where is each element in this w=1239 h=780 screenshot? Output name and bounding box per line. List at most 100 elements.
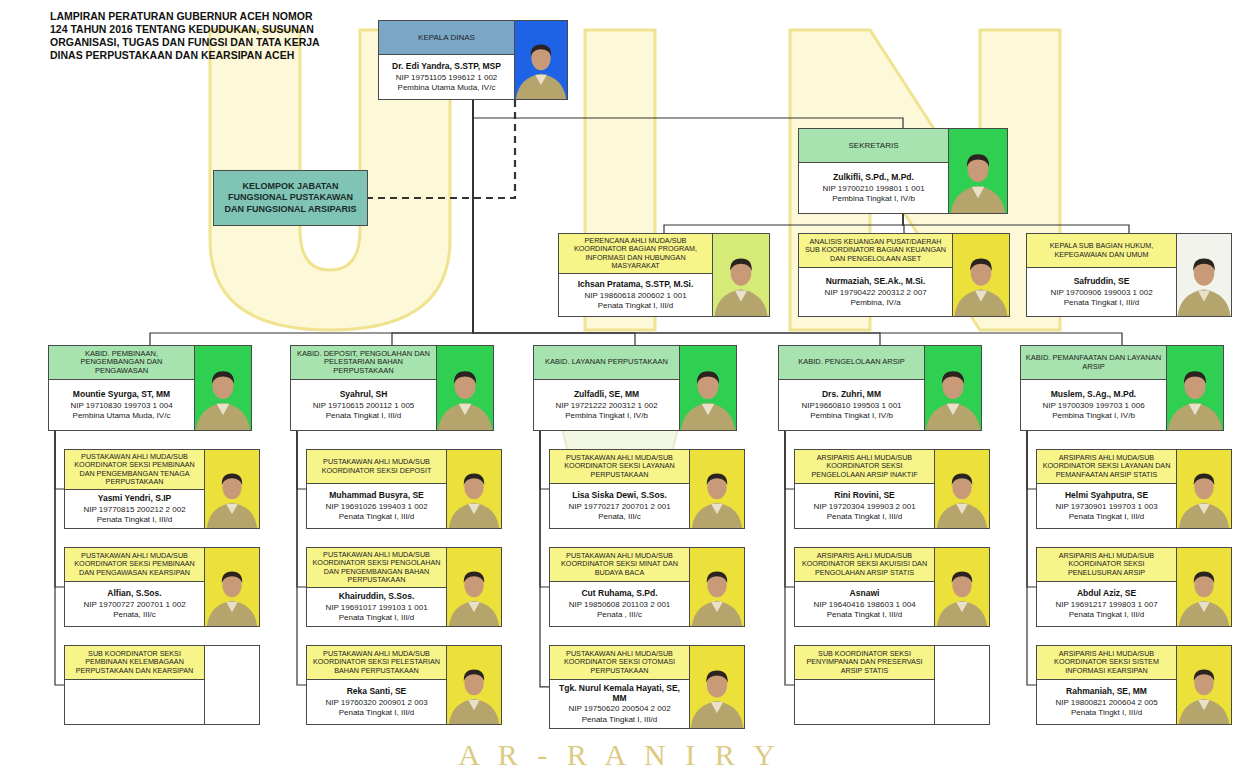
photo-body <box>516 74 567 99</box>
box-body: KABID. DEPOSIT, PENGOLAHAN DAN PELESTARI… <box>291 346 436 430</box>
nip-number: NIP 19770815 200212 2 002 <box>83 505 185 515</box>
box-body: KEPALA SUB BAGIAN HUKUM, KEPEGAWAIAN DAN… <box>1027 234 1176 316</box>
person-info: Nurmaziah, SE.Ak., M.Si.NIP 19790422 200… <box>799 268 952 316</box>
photo-hair <box>706 670 727 682</box>
person-info: Abdul Aziz, SENIP 19691217 199803 1 007P… <box>1037 582 1176 626</box>
person-photo <box>1177 646 1231 724</box>
rank-text: Penata Tingkat I, III/d <box>1064 298 1140 308</box>
rank-text: Penata, III/c <box>113 610 156 620</box>
person-photo <box>205 548 259 626</box>
position-title: PUSTAKAWAN AHLI MUDA/SUB KOORDINATOR SEK… <box>311 551 442 584</box>
person-name: Alfian, S.Sos. <box>107 588 161 598</box>
photo-body <box>692 503 743 528</box>
document-title: LAMPIRAN PERATURAN GUBERNUR ACEH NOMOR 1… <box>50 10 322 63</box>
position-title: KEPALA SUB BAGIAN HUKUM, KEPEGAWAIAN DAN… <box>1031 242 1172 259</box>
photo-body <box>449 601 500 626</box>
photo-cell <box>689 646 744 728</box>
connector <box>297 431 306 685</box>
connector <box>55 431 64 489</box>
photo-cell <box>948 129 1007 213</box>
person-photo <box>690 450 744 528</box>
person-photo <box>680 346 736 430</box>
photo-body <box>1179 503 1230 528</box>
photo-cell <box>934 548 989 626</box>
person-photo <box>1177 548 1231 626</box>
person-photo <box>447 548 501 626</box>
box-body: KABID. LAYANAN PERPUSTAKAAN Zulfadli, SE,… <box>534 346 679 430</box>
photo-cell <box>934 450 989 528</box>
photo-cell <box>679 346 736 430</box>
box-body: ARSIPARIS AHLI MUDA/SUB KOORDINATOR SEKS… <box>1037 450 1176 528</box>
title-band: SEKRETARIS <box>799 129 948 163</box>
person-info: Yasmi Yendri, S.IPNIP 19770815 200212 2 … <box>65 490 204 528</box>
photo-hair <box>970 259 992 271</box>
photo-body <box>937 601 988 626</box>
photo-body <box>1179 699 1230 724</box>
box-body: PUSTAKAWAN AHLI MUDA/SUB KOORDINATOR SEK… <box>307 646 446 724</box>
person-name: Helmi Syahputra, SE <box>1065 490 1148 500</box>
photo-collar <box>217 404 230 416</box>
nip-number: NIP 19700210 199801 1 001 <box>822 184 924 194</box>
photo-cell <box>689 450 744 528</box>
rank-text: Pembina Utama Muda, IV/c <box>73 411 171 421</box>
photo-hair <box>707 473 728 485</box>
box-body: ARSIPARIS AHLI MUDA/SUB KOORDINATOR SEKS… <box>795 450 934 528</box>
photo-body <box>449 503 500 528</box>
nip-number: NIP19660810 199503 1 001 <box>801 401 901 411</box>
photo-collar <box>1189 404 1202 416</box>
nip-number: NIP 19750620 200504 2 002 <box>568 704 670 714</box>
position-title: PUSTAKAWAN AHLI MUDA/SUB KOORDINATOR SEK… <box>554 552 685 577</box>
title-band: PUSTAKAWAN AHLI MUDA/SUB KOORDINATOR SEK… <box>65 450 204 490</box>
box-body: PUSTAKAWAN AHLI MUDA/SUB KOORDINATOR SEK… <box>307 548 446 626</box>
org-box: PUSTAKAWAN AHLI MUDA/SUB KOORDINATOR SEK… <box>306 547 502 627</box>
photo-cell <box>446 646 501 724</box>
nip-number: NIP 19760320 200901 2 003 <box>325 698 427 708</box>
rank-text: Pembina, IV/a <box>850 298 900 308</box>
connector <box>55 431 64 587</box>
org-box: ARSIPARIS AHLI MUDA/SUB KOORDINATOR SEKS… <box>794 449 990 529</box>
box-body: ARSIPARIS AHLI MUDA/SUB KOORDINATOR SEKS… <box>795 548 934 626</box>
org-box: KABID. PENGELOLAAN ARSIPDrs. Zuhri, MMNI… <box>778 345 982 431</box>
position-title: PUSTAKAWAN AHLI MUDA/SUB KOORDINATOR SEK… <box>311 650 442 675</box>
photo-hair <box>697 371 719 384</box>
person-name: Muhammad Busyra, SE <box>329 490 423 500</box>
photo-collar <box>1198 504 1210 515</box>
photo-hair <box>1194 571 1215 583</box>
title-band: ARSIPARIS AHLI MUDA/SUB KOORDINATOR SEKS… <box>795 548 934 582</box>
nip-number: NIP 19751105 199612 1 002 <box>396 73 498 83</box>
photo-body <box>692 601 743 626</box>
connector <box>1027 431 1036 685</box>
photo-cell <box>204 548 259 626</box>
person-info: Zulfadli, SE, MMNIP 19721222 200312 1 00… <box>534 380 679 430</box>
position-title: KABID. LAYANAN PERPUSTAKAAN <box>545 358 668 367</box>
nip-number: NIP 19850608 201103 2 001 <box>569 600 671 610</box>
person-photo <box>935 450 989 528</box>
person-name: Asnawi <box>850 588 880 598</box>
box-body: SUB KOORDINATOR SEKSI PEMBINAAN KELEMBAG… <box>65 646 204 724</box>
position-title: ANALISIS KEUANGAN PUSAT/DAERAH SUB KOORD… <box>803 238 948 263</box>
photo-body <box>681 403 736 430</box>
title-band: ARSIPARIS AHLI MUDA/SUB KOORDINATOR SEKS… <box>1037 450 1176 484</box>
photo-hair <box>1194 473 1215 485</box>
photo-body <box>449 699 500 724</box>
dashed-connector <box>368 100 515 198</box>
org-box: PUSTAKAWAN AHLI MUDA/SUB KOORDINATOR SEK… <box>549 449 745 529</box>
person-name: Dr. Edi Yandra, S.STP, MSP <box>392 61 501 71</box>
title-band: PUSTAKAWAN AHLI MUDA/SUB KOORDINATOR SEK… <box>65 548 204 582</box>
box-body: SUB KOORDINATOR SEKSI PENYIMPANAN DAN PR… <box>795 646 934 724</box>
rank-text: Pembina Utama Muda, IV/c <box>398 83 496 93</box>
person-name: Muslem, S.Ag., M.Pd. <box>1051 389 1136 399</box>
box-body: SEKRETARISZulkifli, S.Pd., M.Pd.NIP 1970… <box>799 129 948 213</box>
person-photo <box>935 548 989 626</box>
person-info: Tgk. Nurul Kemala Hayati, SE, MMNIP 1975… <box>550 680 689 728</box>
person-name: Khairuddin, S.Sos. <box>339 591 415 601</box>
photo-cell <box>1166 346 1223 430</box>
person-name: Tgk. Nurul Kemala Hayati, SE, MM <box>554 683 685 703</box>
watermark-text: A R - R A N I R Y <box>0 738 1239 772</box>
person-name: Nurmaziah, SE.Ak., M.Si. <box>826 276 926 286</box>
person-info: Safruddin, SENIP 19700906 199003 1 002Pe… <box>1027 268 1176 316</box>
photo-body <box>207 503 258 528</box>
connector <box>664 214 903 233</box>
org-box: SUB KOORDINATOR SEKSI PEMBINAAN KELEMBAG… <box>64 645 260 725</box>
org-box: PUSTAKAWAN AHLI MUDA/SUB KOORDINATOR SEK… <box>306 449 502 529</box>
